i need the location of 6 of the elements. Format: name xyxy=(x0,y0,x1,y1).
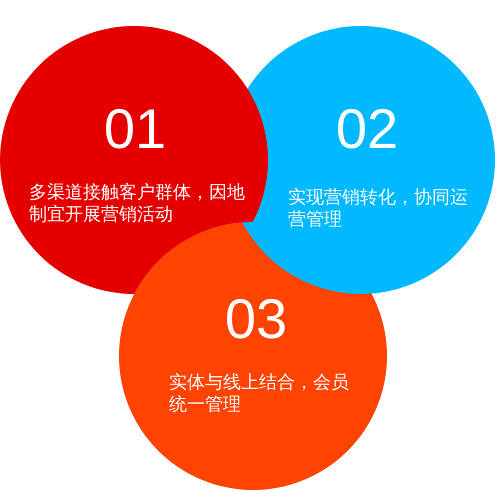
step-number: 03 xyxy=(224,291,288,347)
step-number: 01 xyxy=(102,101,168,157)
step-number: 02 xyxy=(334,101,400,157)
description-text: 实现营销转化，协同运营管理 xyxy=(288,187,469,231)
description-text: 实体与线上结合，会员统一管理 xyxy=(169,372,350,416)
description-text: 多渠道接触客户群体，因地制宜开展营销活动 xyxy=(29,182,246,226)
